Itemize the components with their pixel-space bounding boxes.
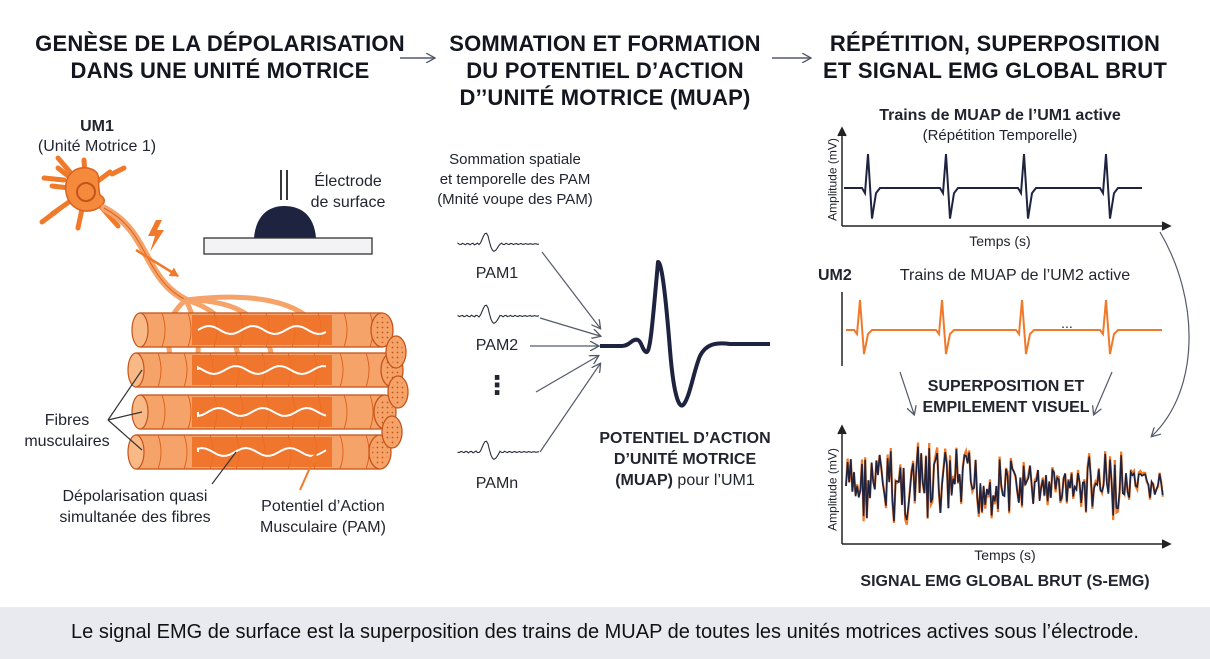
electrode-icon	[203, 170, 373, 255]
summation-note-line1: Sommation spatiale	[449, 151, 581, 168]
um1-chart-axes	[837, 126, 1172, 231]
pam-trace	[457, 440, 540, 460]
pam-traces	[457, 232, 540, 460]
muap-label-tail: pour l’UM1	[672, 472, 755, 489]
heading-summation-line1: SOMMATION ET FORMATION	[449, 31, 761, 56]
muscle-fibre	[131, 394, 397, 430]
pamn-label: PAMn	[475, 475, 519, 492]
summation-note: Sommation spatiale et temporelle des PAM…	[420, 150, 610, 210]
heading-genesis: GENÈSE DE LA DÉPOLARISATION DANS UNE UNI…	[30, 30, 410, 84]
global-chart-axes	[837, 424, 1172, 549]
heading-genesis-line1: GENÈSE DE LA DÉPOLARISATION	[35, 31, 405, 56]
um1-ylabel: Amplitude (mV)	[825, 138, 840, 221]
heading-summation-line3: D’’UNITÉ MOTRICE (MUAP)	[459, 85, 751, 110]
um2-label: UM2	[818, 267, 852, 284]
pam1-label: PAM1	[475, 265, 519, 282]
muap-label: POTENTIEL D’ACTION D’UNITÉ MOTRICE (MUAP…	[575, 428, 795, 491]
summation-note-line3: (Mnité voupe des PAM)	[437, 191, 593, 208]
superposition-arrows	[899, 231, 1190, 436]
electrode-label-line1: Électrode	[314, 173, 382, 190]
fibres-label: Fibres musculaires	[12, 410, 122, 452]
superposition-label-line2: EMPILEMENT VISUEL	[922, 399, 1090, 416]
pam-trace	[457, 304, 540, 324]
muap-label-bold: (MUAP)	[615, 472, 673, 489]
um1-subtitle: (Unité Motrice 1)	[37, 138, 157, 155]
muscle-fibre-bundle	[127, 312, 409, 470]
heading-repetition-line1: RÉPÉTITION, SUPERPOSITION	[829, 31, 1161, 56]
summation-note-line2: et temporelle des PAM	[439, 171, 591, 188]
pam-label: Potentiel d’Action Musculaire (PAM)	[238, 496, 408, 538]
pam-pointer	[299, 453, 318, 491]
um2-ellipsis: ...	[1061, 315, 1073, 331]
superposition-label: SUPERPOSITION ET EMPILEMENT VISUEL	[898, 376, 1114, 418]
depolarisation-label: Dépolarisation quasi simultanée des fibr…	[40, 486, 230, 528]
depolarisation-label-line2: simultanée des fibres	[59, 509, 211, 526]
muap-waveform	[600, 260, 770, 408]
vertical-dots: ⋮	[484, 370, 510, 400]
muap-label-line1: POTENTIEL D’ACTION	[599, 430, 771, 447]
pam-label-line1: Potentiel d’Action	[261, 498, 385, 515]
electrode-label-line2: de surface	[310, 194, 386, 211]
global-xlabel: Temps (s)	[974, 547, 1036, 563]
um1-title: UM1	[80, 118, 114, 135]
depolarisation-label-line1: Dépolarisation quasi	[62, 488, 208, 505]
pam2-label: PAM2	[475, 337, 519, 354]
heading-genesis-line2: DANS UNE UNITÉ MOTRICE	[70, 58, 370, 83]
heading-repetition-line2: ET SIGNAL EMG GLOBAL BRUT	[823, 58, 1167, 83]
heading-repetition: RÉPÉTITION, SUPERPOSITION ET SIGNAL EMG …	[815, 30, 1175, 84]
muscle-fibre	[127, 434, 392, 470]
heading-summation-line2: DU POTENTIEL D’ACTION	[466, 58, 744, 83]
lightning-icon	[148, 220, 164, 252]
footer-text: Le signal EMG de surface est la superpos…	[71, 621, 1139, 643]
global-title: SIGNAL EMG GLOBAL BRUT (S-EMG)	[860, 573, 1150, 590]
um1-muap-train	[844, 153, 1142, 219]
muscle-fibre	[127, 352, 404, 388]
fibre-pointers	[107, 369, 237, 485]
electrode-label: Électrode de surface	[298, 171, 398, 213]
pam-label-line2: Musculaire (PAM)	[260, 519, 386, 536]
heading-summation: SOMMATION ET FORMATION DU POTENTIEL D’AC…	[430, 30, 780, 111]
muap-label-line2: D’UNITÉ MOTRICE	[613, 451, 757, 468]
pam-trace	[457, 232, 540, 252]
converge-arrows	[530, 251, 600, 453]
global-emg-signal	[845, 446, 1164, 522]
fibres-label-line1: Fibres	[44, 412, 90, 429]
um2-muap-train	[846, 299, 1162, 355]
muap-label-line3: (MUAP) pour l’UM1	[575, 470, 795, 491]
um1-train-subtitle: (Répétition Temporelle)	[922, 127, 1078, 144]
muscle-fibre	[131, 312, 394, 348]
um1-train-title: Trains de MUAP de l’UM1 active	[879, 107, 1121, 124]
superposition-label-line1: SUPERPOSITION ET	[927, 378, 1085, 395]
footer-banner: Le signal EMG de surface est la superpos…	[0, 607, 1210, 659]
fibres-label-line2: musculaires	[24, 433, 110, 450]
global-ylabel: Amplitude (mV)	[825, 448, 840, 531]
um2-train-title: Trains de MUAP de l’UM2 active	[899, 267, 1131, 284]
um1-xlabel: Temps (s)	[969, 233, 1031, 249]
